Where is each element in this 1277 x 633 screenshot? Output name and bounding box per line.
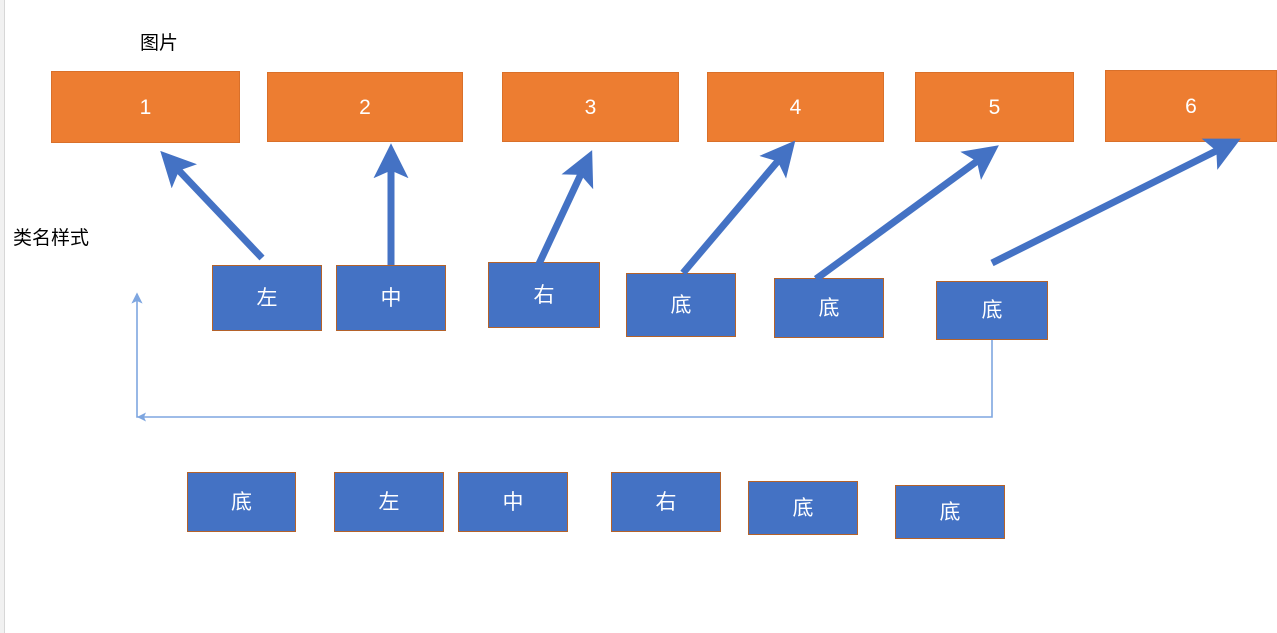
bottom-box-zhong[interactable]: 中: [458, 472, 568, 532]
arrow-di2-to-5: [813, 145, 999, 282]
bottom-box-di-1[interactable]: 底: [187, 472, 296, 532]
bottom-box-you[interactable]: 右: [611, 472, 721, 532]
middle-box-di-1[interactable]: 底: [626, 273, 736, 337]
middle-box-di-3[interactable]: 底: [936, 281, 1048, 340]
image-box-1[interactable]: 1: [51, 71, 240, 143]
image-box-4[interactable]: 4: [707, 72, 884, 142]
arrow-you-to-3: [534, 150, 594, 268]
middle-box-di-2[interactable]: 底: [774, 278, 884, 338]
image-section-label: 图片: [140, 33, 179, 54]
page-edge-rule: [0, 0, 5, 633]
middle-box-you[interactable]: 右: [488, 262, 600, 328]
middle-box-zhong[interactable]: 中: [336, 265, 446, 331]
image-box-5[interactable]: 5: [915, 72, 1074, 142]
bottom-box-di-3[interactable]: 底: [895, 485, 1005, 539]
image-box-6[interactable]: 6: [1105, 70, 1277, 142]
middle-box-zuo[interactable]: 左: [212, 265, 322, 331]
arrow-di1-to-4: [680, 140, 796, 276]
arrow-zuo-to-1: [160, 150, 265, 261]
image-box-2[interactable]: 2: [267, 72, 463, 142]
bottom-box-zuo[interactable]: 左: [334, 472, 444, 532]
image-box-3[interactable]: 3: [502, 72, 679, 142]
classname-section-label: 类名样式: [13, 228, 90, 249]
connector-elbow-arrowhead: [137, 412, 146, 422]
bottom-box-di-2[interactable]: 底: [748, 481, 858, 535]
arrow-di3-to-6: [990, 138, 1241, 267]
